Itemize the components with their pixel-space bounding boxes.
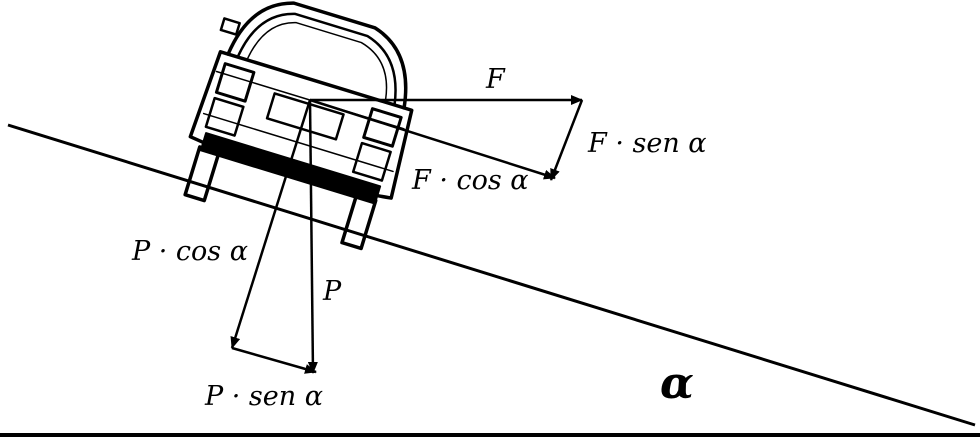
label-F: F — [486, 64, 505, 95]
inclined-plane-line — [7, 123, 976, 427]
label-F-cos-alpha: F · cos α — [412, 165, 529, 196]
arrow-F-cos-alpha — [309, 98, 556, 180]
arrow-P — [307, 99, 318, 374]
label-P-cos-alpha: P · cos α — [132, 236, 248, 267]
arrow-P-sen-alpha — [231, 346, 317, 374]
car-rear-view — [183, 1, 414, 251]
label-angle-alpha: α — [660, 358, 694, 409]
label-P: P — [323, 276, 342, 307]
label-F-sen-alpha: F · sen α — [588, 128, 707, 159]
arrow-P-cos-alpha — [230, 99, 312, 349]
arrow-F-sen-alpha — [549, 99, 584, 181]
label-P-sen-alpha: P · sen α — [205, 381, 323, 412]
